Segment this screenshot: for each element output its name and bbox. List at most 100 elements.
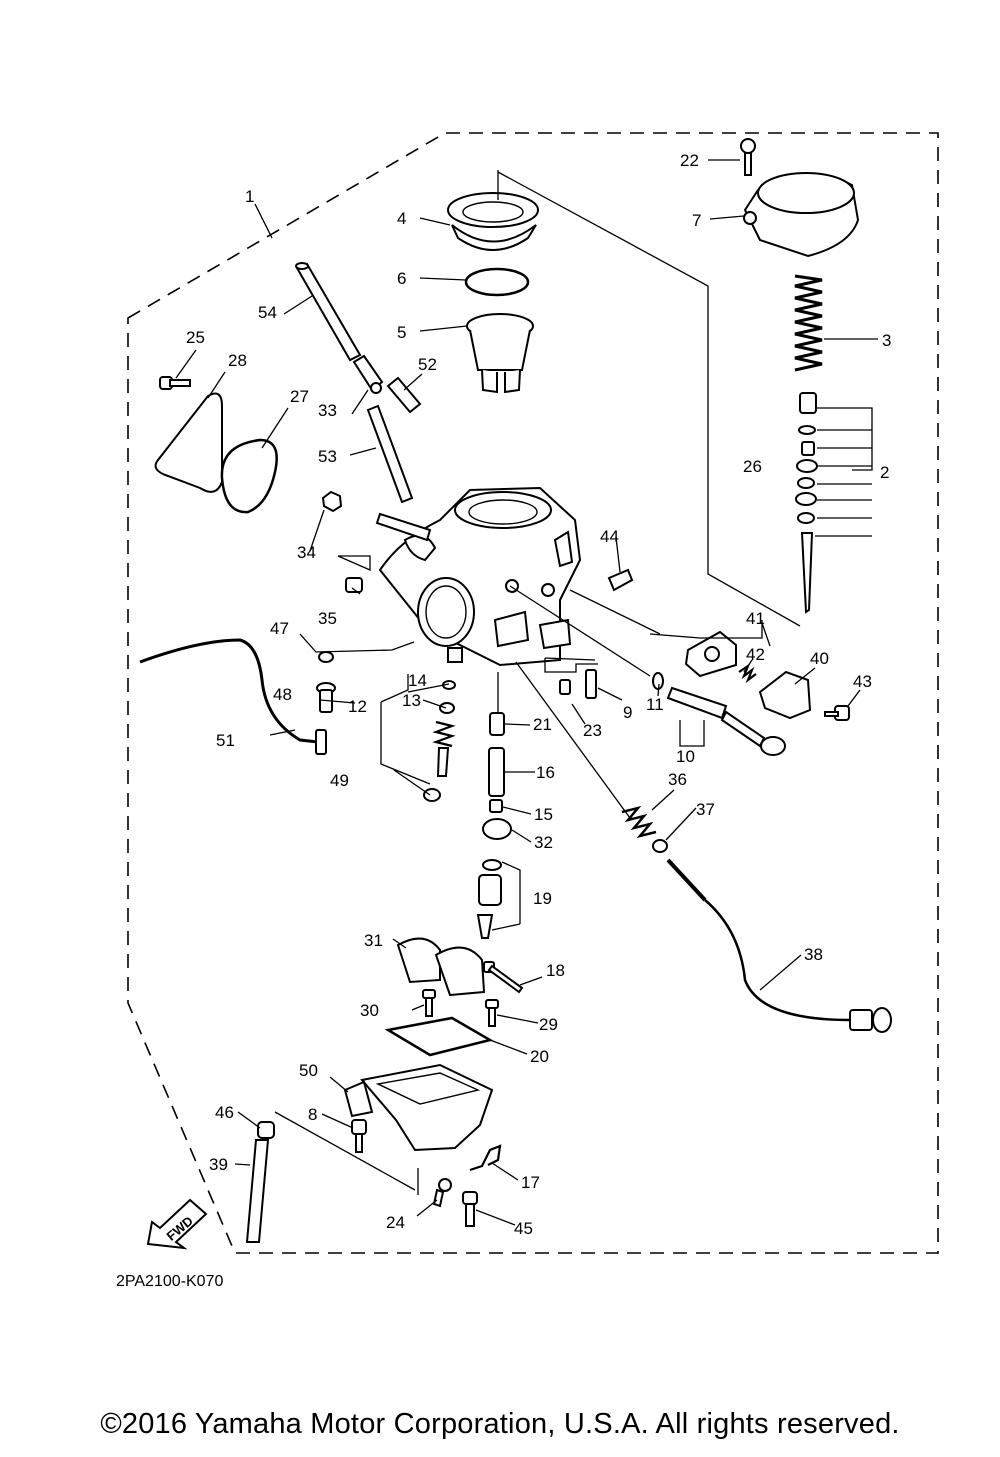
callout-49: 49 bbox=[330, 771, 349, 790]
leader-lines bbox=[175, 159, 878, 1226]
callout-27: 27 bbox=[290, 387, 309, 406]
callout-20: 20 bbox=[530, 1047, 549, 1066]
part-8-screw bbox=[351, 1119, 367, 1153]
assembly-boundary bbox=[127, 132, 939, 1254]
part-40-cap bbox=[758, 670, 812, 720]
callout-39: 39 bbox=[209, 1155, 228, 1174]
part-49-plug bbox=[423, 788, 441, 802]
callout-42: 42 bbox=[746, 645, 765, 664]
part-23-jet bbox=[559, 679, 571, 695]
part-2-needle-set bbox=[795, 392, 818, 614]
part-44-screw bbox=[607, 568, 634, 592]
part-7-cover bbox=[743, 172, 860, 258]
part-36-spring bbox=[621, 805, 657, 839]
callout-36: 36 bbox=[668, 770, 687, 789]
callout-31: 31 bbox=[364, 931, 383, 950]
callout-12: 12 bbox=[348, 697, 367, 716]
part-50-bracket bbox=[343, 1080, 374, 1118]
part-4-joint bbox=[447, 192, 539, 251]
callout-50: 50 bbox=[299, 1061, 318, 1080]
part-53-hose bbox=[366, 404, 414, 504]
callout-5: 5 bbox=[397, 323, 406, 342]
part-27-gasket bbox=[220, 438, 278, 514]
callout-44: 44 bbox=[600, 527, 619, 546]
forward-arrow-icon: FWD bbox=[146, 1198, 208, 1250]
callout-24: 24 bbox=[386, 1213, 405, 1232]
part-47-washer bbox=[318, 651, 334, 663]
callout-23: 23 bbox=[583, 721, 602, 740]
callout-46: 46 bbox=[215, 1103, 234, 1122]
callout-29: 29 bbox=[539, 1015, 558, 1034]
part-33-fitting bbox=[352, 354, 384, 394]
callout-37: 37 bbox=[696, 800, 715, 819]
part-25-screw bbox=[159, 376, 191, 390]
callout-54: 54 bbox=[258, 303, 277, 322]
callout-labels: 1 2 3 4 5 6 7 8 9 10 11 12 13 14 15 16 1… bbox=[186, 151, 891, 1238]
part-51-connector bbox=[315, 729, 327, 755]
callout-33: 33 bbox=[318, 401, 337, 420]
part-12-pilot-screw bbox=[432, 720, 456, 777]
callout-3: 3 bbox=[882, 331, 891, 350]
part-34-nut bbox=[321, 490, 432, 542]
callout-25: 25 bbox=[186, 328, 205, 347]
part-24-screw bbox=[432, 1178, 452, 1208]
callout-7: 7 bbox=[692, 211, 701, 230]
part-46-clamp bbox=[257, 1121, 275, 1139]
callout-8: 8 bbox=[308, 1105, 317, 1124]
part-48-sensor bbox=[316, 682, 336, 713]
callout-18: 18 bbox=[546, 961, 565, 980]
part-3-spring bbox=[794, 274, 823, 372]
part-15-main-jet bbox=[489, 799, 503, 813]
part-39-hose bbox=[245, 1139, 270, 1243]
callout-52: 52 bbox=[418, 355, 437, 374]
part-10-starter-plunger bbox=[666, 686, 786, 756]
part-5-manifold bbox=[466, 313, 534, 394]
part-54-hose bbox=[295, 262, 362, 362]
callout-43: 43 bbox=[853, 672, 872, 691]
callout-26: 26 bbox=[743, 457, 762, 476]
callout-35: 35 bbox=[318, 609, 337, 628]
callout-30: 30 bbox=[360, 1001, 379, 1020]
callout-11: 11 bbox=[646, 695, 664, 714]
callout-40: 40 bbox=[810, 649, 829, 668]
part-16-needle-jet bbox=[488, 747, 505, 797]
part-38-cable bbox=[666, 858, 892, 1033]
callout-41: 41 bbox=[746, 609, 765, 628]
part-42-spring bbox=[738, 663, 757, 684]
callout-15: 15 bbox=[534, 805, 553, 824]
part-30-screw bbox=[422, 989, 436, 1017]
part-37-washer bbox=[652, 839, 668, 853]
part-22-screw bbox=[740, 138, 756, 176]
callout-2: 2 bbox=[880, 463, 889, 482]
callout-16: 16 bbox=[536, 763, 555, 782]
part-35-plug bbox=[345, 577, 363, 593]
callout-13: 13 bbox=[402, 691, 421, 710]
callout-48: 48 bbox=[273, 685, 292, 704]
callout-45: 45 bbox=[514, 1219, 533, 1238]
callout-17: 17 bbox=[521, 1173, 540, 1192]
callout-1: 1 bbox=[245, 187, 254, 206]
part-28-cover bbox=[154, 392, 223, 493]
part-18-pin bbox=[483, 961, 524, 994]
part-21-jet bbox=[489, 712, 505, 736]
callout-38: 38 bbox=[804, 945, 823, 964]
callout-53: 53 bbox=[318, 447, 337, 466]
part-float-chamber bbox=[360, 1063, 494, 1152]
callout-6: 6 bbox=[397, 269, 406, 288]
part-52-cap bbox=[386, 376, 422, 414]
part-11-o-ring bbox=[652, 672, 664, 690]
callout-28: 28 bbox=[228, 351, 247, 370]
callout-32: 32 bbox=[534, 833, 553, 852]
part-9-jet bbox=[585, 669, 597, 699]
part-17-clip bbox=[469, 1144, 502, 1172]
callout-9: 9 bbox=[623, 703, 632, 722]
callout-22: 22 bbox=[680, 151, 699, 170]
part-20-gasket bbox=[384, 1016, 494, 1057]
part-51-wire bbox=[139, 638, 319, 744]
carburetor-body bbox=[378, 486, 582, 667]
copyright-footer: ©2016 Yamaha Motor Corporation, U.S.A. A… bbox=[100, 1408, 900, 1440]
part-31-float bbox=[396, 937, 486, 997]
callout-10: 10 bbox=[676, 747, 695, 766]
callout-4: 4 bbox=[397, 209, 406, 228]
